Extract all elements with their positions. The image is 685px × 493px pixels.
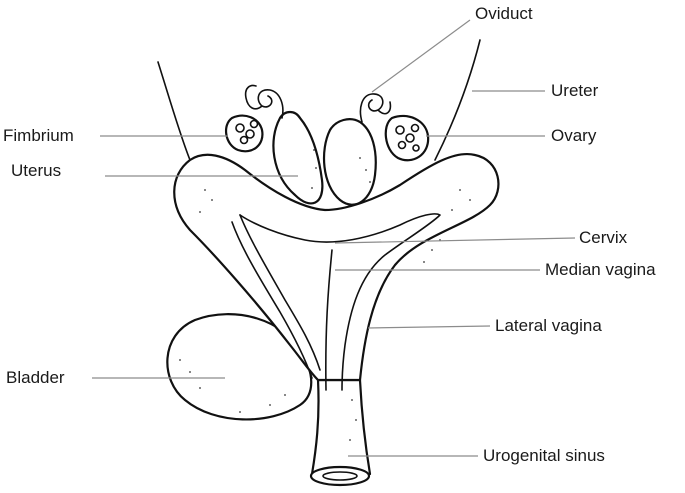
uterus-body [173, 152, 500, 382]
label-ureter: Ureter [551, 81, 599, 100]
label-urogenital-sinus: Urogenital sinus [483, 446, 605, 465]
right-ureter [434, 39, 481, 161]
leader-oviduct [371, 19, 471, 93]
median-vagina-tube [325, 249, 333, 391]
label-cervix: Cervix [579, 228, 628, 247]
left-oviduct-coil [244, 84, 284, 119]
label-bladder: Bladder [6, 368, 65, 387]
lateral-vagina-left [239, 214, 321, 371]
urogenital-sinus-lumen [322, 471, 358, 481]
leader-lateral-vagina [367, 325, 491, 329]
label-fimbrium: Fimbrium [3, 126, 74, 145]
label-oviduct: Oviduct [475, 4, 533, 23]
stippling [179, 149, 471, 441]
lateral-vagina-left-inner [231, 221, 313, 379]
label-median-vagina: Median vagina [545, 260, 656, 279]
left-ovary-shape [224, 114, 264, 153]
urogenital-sinus-opening [309, 465, 371, 487]
right-uterine-horn [323, 118, 377, 206]
label-lateral-vagina: Lateral vagina [495, 316, 602, 335]
leader-cervix [334, 237, 576, 244]
left-ureter [157, 61, 191, 161]
right-ovary-shape [384, 114, 430, 162]
bladder-shape [166, 313, 313, 421]
cervix-lumen [239, 213, 441, 391]
urogenital-sinus-shape [310, 378, 372, 476]
label-ovary: Ovary [551, 126, 597, 145]
left-uterine-horn [272, 110, 324, 205]
label-uterus: Uterus [11, 161, 62, 180]
right-oviduct-coil [359, 93, 392, 123]
